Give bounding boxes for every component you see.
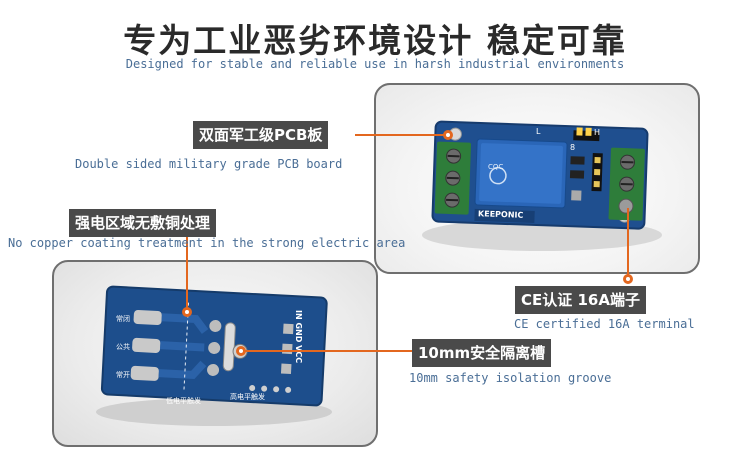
copper-callout-caption: No copper coating treatment in the stron… [8, 236, 406, 250]
terminal-silk-nc: 常闭 [116, 315, 130, 323]
jumper-label-l: L [536, 127, 541, 136]
pin-silkscreen: IN GND VCC [294, 310, 303, 364]
terminal-silk-com: 公共 [116, 343, 130, 351]
copper-callout-label: 强电区域无敷铜处理 [69, 209, 217, 237]
relay-mark: CQC [488, 163, 504, 171]
brand-silkscreen: KEEPONIC [477, 209, 524, 220]
groove-leader-line [244, 350, 412, 352]
board-back-photo: IN GND VCC 常闭 公共 常开 低电平触发 高电平触发 [52, 260, 378, 447]
pcb-callout-label: 双面军工级PCB板 [193, 121, 329, 149]
pcb-leader-line [355, 134, 447, 136]
groove-callout-caption: 10mm safety isolation groove [409, 371, 612, 385]
copper-leader-dot [182, 307, 192, 317]
page-title: 专为工业恶劣环境设计 稳定可靠 [123, 21, 627, 60]
pcb-leader-dot [443, 130, 453, 140]
footer-silk: 低电平触发 [166, 397, 201, 405]
board-front-photo: KEEPONIC CQC L H 8 [374, 83, 700, 274]
ce-callout-caption: CE certified 16A terminal [514, 317, 695, 331]
board-number: 8 [570, 143, 576, 152]
relay-board-back [96, 285, 332, 426]
footer-silk-small: 高电平触发 [230, 393, 265, 401]
copper-leader-line [186, 237, 188, 311]
page-subtitle: Designed for stable and reliable use in … [125, 57, 625, 71]
pcb-callout-caption: Double sided military grade PCB board [75, 157, 343, 171]
terminal-silk-no: 常开 [116, 371, 130, 379]
groove-callout-label: 10mm安全隔离槽 [412, 339, 552, 367]
ce-callout-label: CE认证 16A端子 [515, 286, 646, 314]
ce-leader-dot [623, 274, 633, 284]
relay-board-front [422, 120, 662, 251]
jumper-label-h: H [594, 128, 601, 137]
ce-leader-line [627, 208, 629, 280]
